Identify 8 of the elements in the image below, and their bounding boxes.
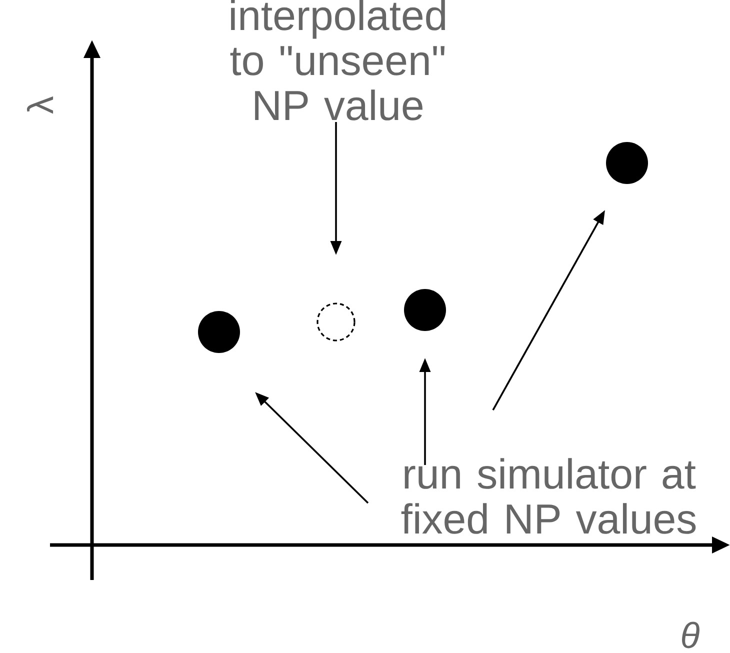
- axis-label: λ: [26, 96, 54, 114]
- annotation-text: interpolated to "unseen" NP value: [230, 0, 445, 120]
- data-point: [404, 289, 446, 331]
- dashed-circle: [316, 302, 356, 342]
- data-point: [606, 142, 648, 184]
- axis-label: θ: [682, 622, 700, 648]
- annotation-text: run simulator at fixed NP values: [401, 458, 696, 534]
- data-point: [198, 311, 240, 353]
